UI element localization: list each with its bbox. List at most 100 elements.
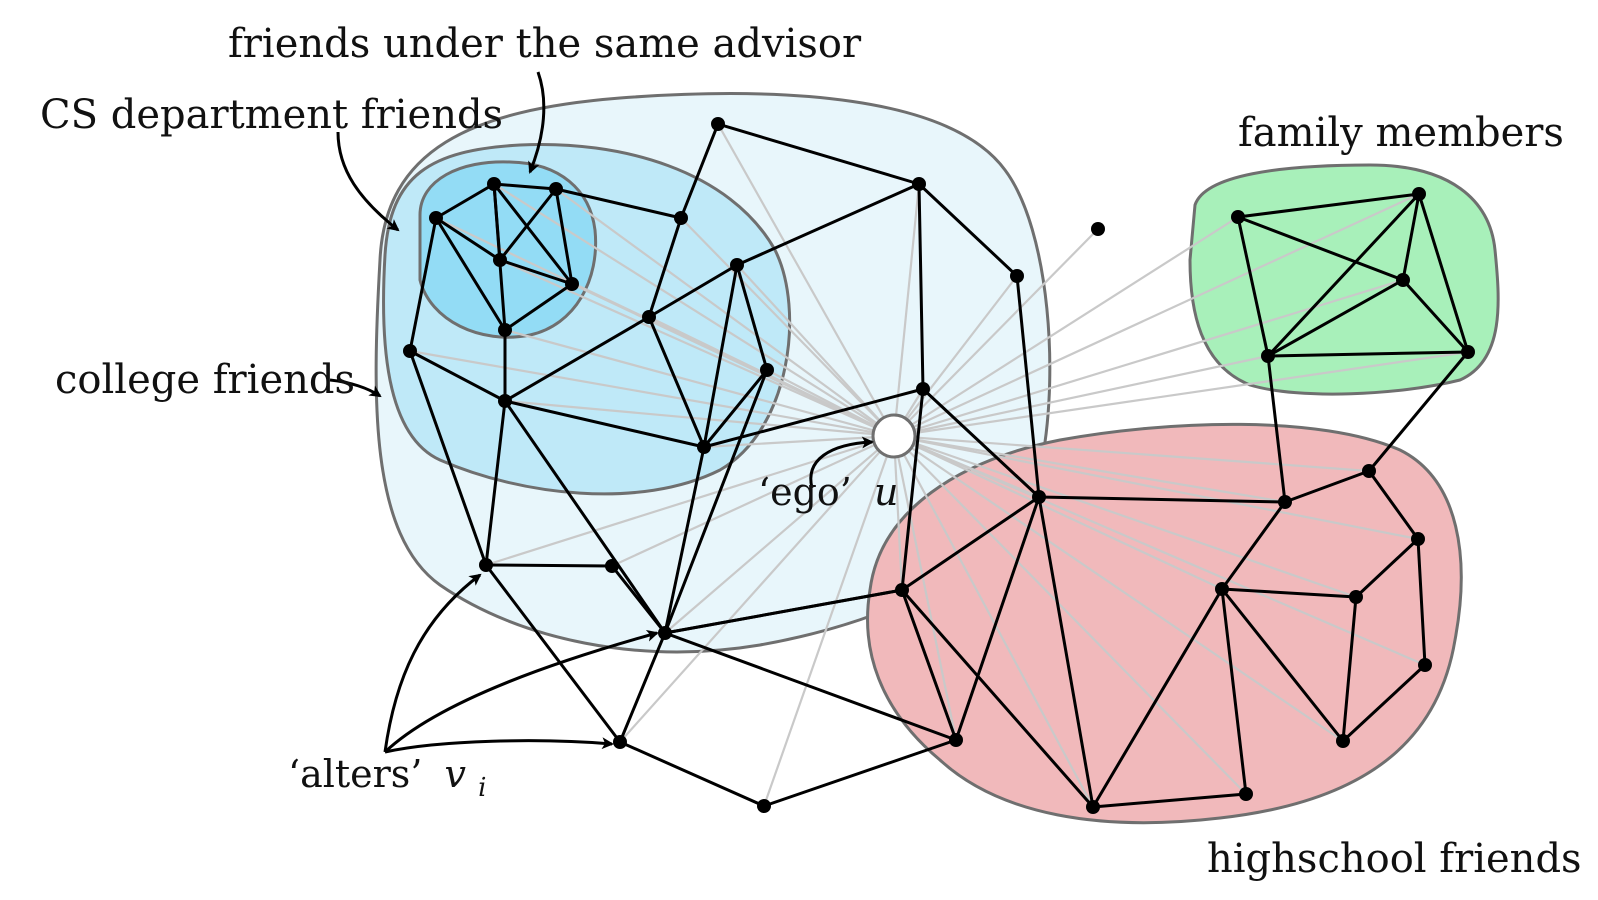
alter-node: [1336, 734, 1350, 748]
alter-node: [1461, 345, 1475, 359]
alter-node: [1086, 800, 1100, 814]
friendship-edge: [434, 216, 502, 262]
alter-node: [711, 117, 725, 131]
friendship-edge: [647, 216, 683, 319]
ego-edge: [893, 434, 1426, 667]
friendship-edge: [554, 187, 683, 220]
ego-edge: [892, 435, 904, 591]
friendship-edge: [1416, 537, 1427, 667]
ego-quote: ‘ego’: [758, 470, 852, 514]
ego-edge: [892, 435, 958, 741]
alters-arrow-1: [383, 573, 482, 753]
ego-edge: [893, 434, 1357, 599]
friendship-edge: [900, 588, 1095, 809]
friendship-edge: [408, 216, 438, 353]
friendship-edge: [762, 738, 958, 808]
friendship-edge: [498, 258, 574, 286]
alters-subscript: i: [478, 773, 486, 803]
ego-edges: [409, 123, 1469, 808]
alter-node: [1231, 210, 1245, 224]
ego-edge: [893, 435, 1344, 742]
friendship-edge: [1341, 663, 1427, 743]
alter-node: [1215, 582, 1229, 596]
friendship-edge: [1015, 274, 1041, 499]
ego-edge: [555, 188, 895, 437]
alter-node: [429, 211, 443, 225]
friendship-edge: [735, 182, 921, 267]
ego-edge: [893, 354, 1269, 438]
ego-edge: [680, 217, 895, 437]
friendship-edge: [663, 445, 706, 635]
alter-node: [1091, 222, 1105, 236]
ego-node: [871, 413, 917, 459]
cs-department-arrow: [336, 131, 400, 232]
alter-node: [1032, 490, 1046, 504]
ego-edge: [893, 228, 1099, 437]
ego-edge: [736, 264, 895, 437]
friendship-edge: [484, 399, 507, 567]
friendship-edge: [1236, 215, 1405, 282]
alter-node: [498, 323, 512, 337]
alter-node: [642, 310, 656, 324]
ego-edge: [892, 183, 921, 437]
friendship-edge: [1417, 192, 1470, 354]
friendship-edge: [647, 263, 739, 319]
friendship-edge: [498, 187, 558, 262]
friendship-edge: [1367, 350, 1470, 473]
alter-node: [674, 211, 688, 225]
friendship-edge: [917, 182, 1019, 278]
friendship-edge: [434, 216, 507, 332]
advisor-arrow: [528, 71, 546, 174]
friendship-edge: [1037, 495, 1287, 504]
friendship-edge: [1236, 215, 1270, 358]
alter-node: [1010, 269, 1024, 283]
alter-node: [912, 177, 926, 191]
friendship-edge: [716, 122, 921, 186]
alters-arrow-3: [384, 737, 614, 754]
friendship-edge: [954, 495, 1041, 742]
alter-node: [730, 258, 744, 272]
friendship-edge: [900, 495, 1041, 592]
friendship-edge: [554, 187, 574, 286]
friendship-edge: [484, 563, 614, 568]
friendship-edge: [663, 368, 769, 635]
ego-edge: [893, 193, 1420, 437]
ego-edge: [893, 434, 1286, 504]
alter-node: [479, 558, 493, 572]
friendship-edge: [484, 563, 622, 744]
friendship-edge: [408, 349, 507, 403]
highschool-friends-region: [866, 422, 1463, 825]
alter-node: [1411, 532, 1425, 546]
alter-node: [1349, 590, 1363, 604]
friendship-edge: [1236, 192, 1421, 219]
alter-node: [949, 733, 963, 747]
cs-department-label: CS department friends: [40, 92, 503, 138]
ego-edge: [717, 123, 895, 437]
friendship-edge: [1367, 469, 1420, 541]
friendship-edge: [1266, 278, 1405, 358]
college-friends-arrow: [329, 378, 382, 398]
friendship-edge: [1220, 587, 1358, 599]
alter-node: [1261, 349, 1275, 363]
alter-node: [1239, 787, 1253, 801]
alter-node: [1412, 187, 1426, 201]
alter-node: [565, 277, 579, 291]
friendship-edge: [663, 631, 958, 742]
friendship-edge: [503, 282, 574, 332]
friendship-edge: [492, 182, 574, 286]
friendship-edge: [1266, 192, 1421, 358]
alters-label: ‘alters’ v i: [288, 752, 486, 803]
alter-node: [895, 583, 909, 597]
college-friends-label: college friends: [55, 357, 355, 403]
ego-edge: [485, 434, 895, 567]
alter-node: [487, 177, 501, 191]
friendship-edge: [917, 182, 925, 391]
ego-edge: [611, 435, 895, 567]
friendship-edge: [1220, 500, 1287, 591]
friendship-edge: [1341, 595, 1358, 743]
ego-edge: [893, 275, 1018, 437]
friendship-edge: [679, 122, 720, 220]
alter-node: [403, 344, 417, 358]
friendship-edge: [618, 631, 667, 744]
alters-quote: ‘alters’: [288, 752, 422, 796]
